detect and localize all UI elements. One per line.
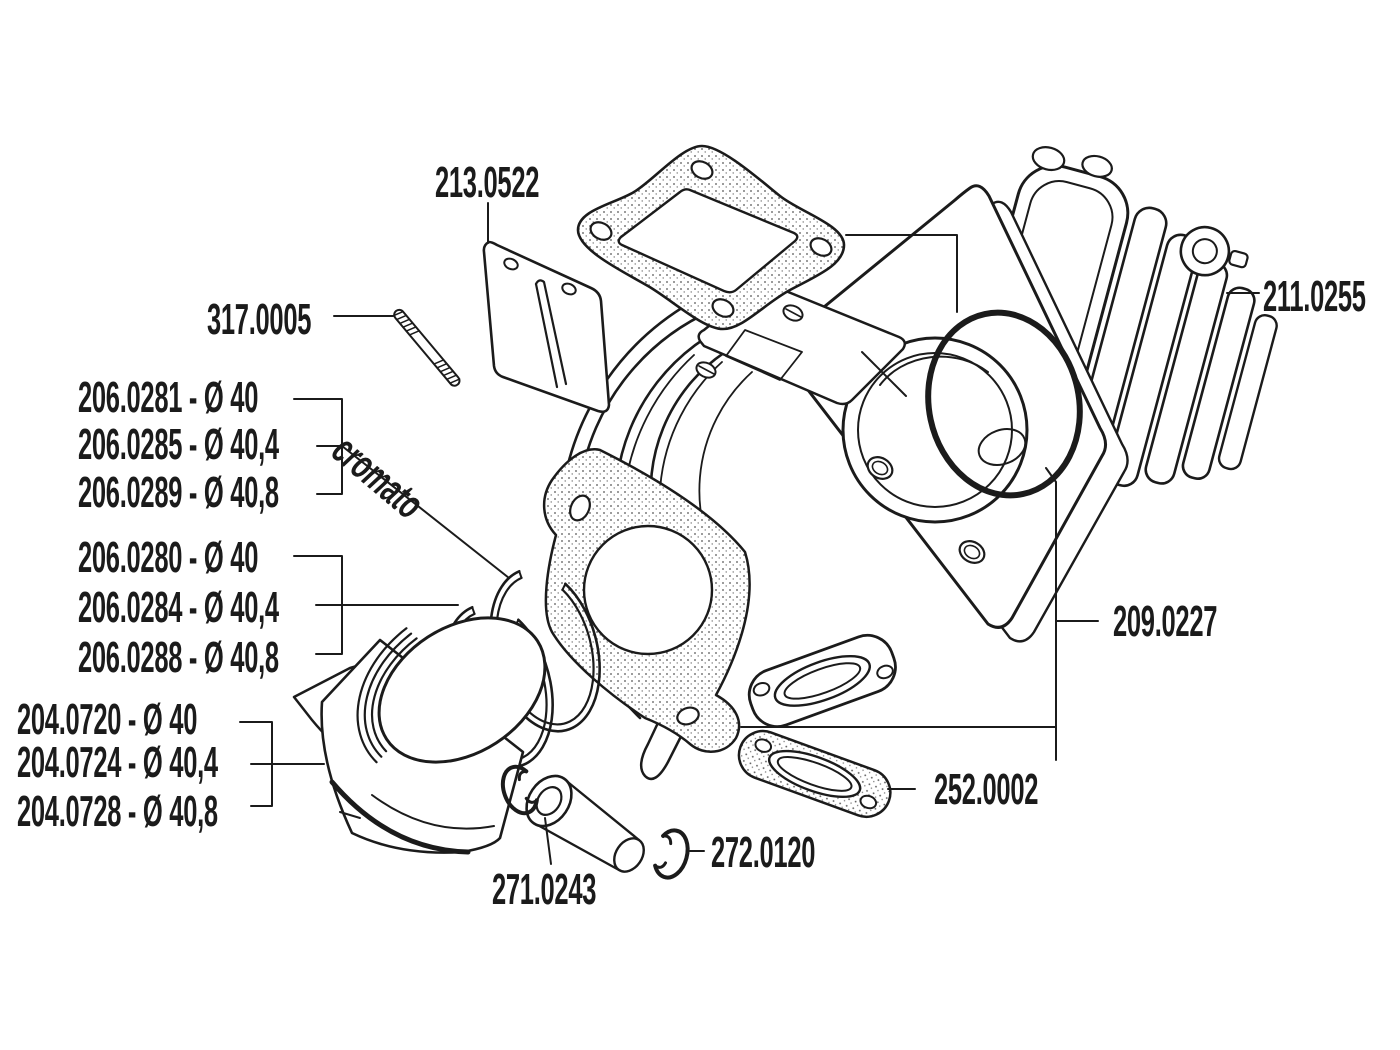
piston-drawing — [292, 616, 547, 855]
part-label-ring2-40: 206.0280 - Ø 40 — [78, 533, 259, 582]
piston-pin-drawing — [525, 774, 645, 873]
part-label-ring2-40-8: 206.0288 - Ø 40,8 — [78, 633, 279, 682]
part-label-ring-40: 206.0281 - Ø 40 — [78, 373, 259, 422]
part-label-ring-40-4: 206.0285 - Ø 40,4 — [78, 420, 279, 469]
leader-lines — [239, 202, 1260, 865]
part-label-ring-40-8: 206.0289 - Ø 40,8 — [78, 468, 279, 517]
part-label-piston-40-8: 204.0728 - Ø 40,8 — [17, 787, 218, 836]
part-label-cylinder-head: 211.0255 — [1263, 272, 1366, 321]
head-oring-drawing — [925, 309, 1083, 499]
reed-gasket-drawing — [576, 144, 846, 331]
part-label-piston-40-4: 204.0724 - Ø 40,4 — [17, 738, 218, 787]
cylinder-drawing — [558, 184, 1129, 781]
part-label-exhaust-gasket: 252.0002 — [934, 765, 1039, 814]
reed-petals-drawing — [482, 240, 611, 414]
part-label-ring2-40-4: 206.0284 - Ø 40,4 — [78, 583, 279, 632]
part-label-reed-petals: 213.0522 — [435, 158, 540, 207]
exhaust-gasket-drawing — [737, 729, 892, 819]
base-gasket-drawing — [542, 448, 751, 753]
part-label-piston-pin: 271.0243 — [492, 865, 597, 914]
part-label-pin-circlip: 272.0120 — [711, 828, 816, 877]
part-label-piston-40: 204.0720 - Ø 40 — [17, 695, 198, 744]
circlip-right-drawing — [653, 828, 690, 880]
part-label-gasket-set: 209.0227 — [1113, 597, 1218, 646]
stud-drawing — [392, 308, 461, 387]
part-label-stud: 317.0005 — [207, 295, 312, 344]
circlip-left-drawing — [500, 764, 539, 816]
piston-ring-top-drawing — [489, 569, 601, 733]
